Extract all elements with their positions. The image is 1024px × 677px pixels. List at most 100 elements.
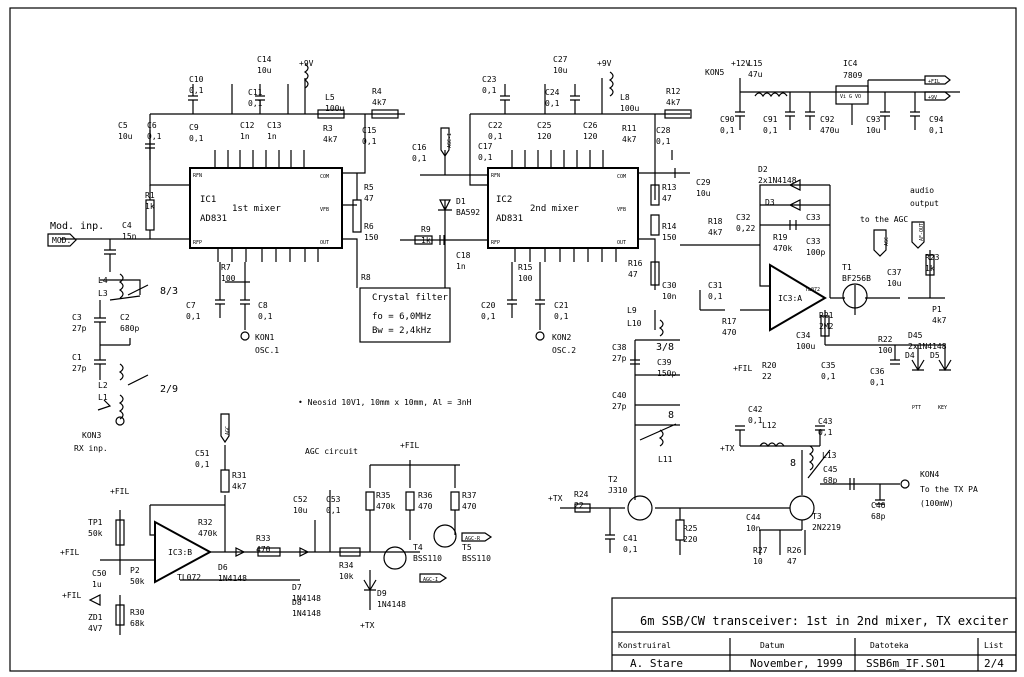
svg-text:VFB: VFB bbox=[617, 207, 626, 213]
af-out-port: AF-OUT bbox=[911, 221, 925, 249]
component-ref-c44: C44 bbox=[746, 513, 761, 522]
tx-supply-d9: +TX bbox=[360, 621, 375, 630]
component-value-t4: BSS110 bbox=[413, 554, 442, 563]
kon2-label: KON2 bbox=[552, 333, 571, 342]
component-value-r12: 4k7 bbox=[666, 98, 681, 107]
component-ref-c39: C39 bbox=[657, 358, 672, 367]
component-value-r6: 150 bbox=[364, 233, 379, 242]
component-value-c43: 0,1 bbox=[818, 428, 833, 437]
osc1-label: OSC.1 bbox=[255, 346, 279, 355]
agc-r-port: AGC-R bbox=[461, 532, 493, 542]
component-value-r25: 220 bbox=[683, 535, 698, 544]
l9-turns: 3/8 bbox=[656, 342, 674, 353]
audio-label-2: output bbox=[910, 199, 939, 208]
component-ref-c41: C41 bbox=[623, 534, 638, 543]
component-ref-c17: C17 bbox=[478, 142, 493, 151]
component-ref-zd1: ZD1 bbox=[88, 613, 103, 622]
component-value-r11: 4k7 bbox=[622, 135, 637, 144]
component-ref-c34: C34 bbox=[796, 331, 811, 340]
component-labels-upper: C100,1C1410uC110,1L5100uR44k7C510uC60,1C… bbox=[118, 55, 711, 321]
component-value-r7: 100 bbox=[221, 274, 236, 283]
svg-text:OUT: OUT bbox=[320, 240, 329, 246]
component-ref-l3: L3 bbox=[98, 289, 108, 298]
component-ref-c26: C26 bbox=[583, 121, 598, 130]
sheet-value: 2/4 bbox=[984, 657, 1004, 670]
ptt-label: PTT bbox=[912, 405, 921, 411]
tx-exciter bbox=[560, 310, 900, 555]
component-ref-l11: L11 bbox=[658, 455, 673, 464]
svg-text:COM: COM bbox=[617, 174, 626, 180]
component-ref-l5: L5 bbox=[325, 93, 335, 102]
component-value-l8: 100u bbox=[620, 104, 639, 113]
component-ref-c4: C4 bbox=[122, 221, 132, 230]
component-ref-r8: R8 bbox=[361, 273, 371, 282]
component-ref-r9: R9 bbox=[421, 225, 431, 234]
ic2-part: AD831 bbox=[496, 214, 523, 224]
component-ref-r17: R17 bbox=[722, 317, 737, 326]
ic2-ref: IC2 bbox=[496, 195, 512, 205]
component-ref-d6: D6 bbox=[218, 563, 228, 572]
ic3b-part: TL072 bbox=[177, 573, 201, 582]
component-ref-l8: L8 bbox=[620, 93, 630, 102]
component-value-r4: 4k7 bbox=[372, 98, 387, 107]
l13-turns: 8 bbox=[790, 458, 796, 469]
component-value-r16: 47 bbox=[628, 270, 638, 279]
audio-amplifier: IC3:A TL072 bbox=[680, 179, 952, 372]
component-value-c14: 10u bbox=[257, 66, 272, 75]
component-value-c35: 0,1 bbox=[821, 372, 836, 381]
component-value-c23: 0,1 bbox=[482, 86, 497, 95]
component-value-t1: BF256B bbox=[842, 274, 871, 283]
component-ref-r7: R7 bbox=[221, 263, 231, 272]
component-value-c41: 0,1 bbox=[623, 545, 638, 554]
ic2-label: 2nd mixer bbox=[530, 204, 579, 214]
component-ref-c35: C35 bbox=[821, 361, 836, 370]
component-value-c11: 0,1 bbox=[248, 99, 263, 108]
component-value-c6: 0,1 bbox=[147, 132, 162, 141]
agc-port-top: AGC bbox=[220, 413, 231, 444]
component-ref-r25: R25 bbox=[683, 524, 698, 533]
component-ref-l2: L2 bbox=[98, 381, 108, 390]
svg-text:OUT: OUT bbox=[617, 240, 626, 246]
top-decoupling bbox=[188, 78, 692, 119]
component-ref-c20: C20 bbox=[481, 301, 496, 310]
component-ref-d1: D1 bbox=[456, 197, 466, 206]
component-value-r3: 4k7 bbox=[323, 135, 338, 144]
ic1-label: 1st mixer bbox=[232, 204, 281, 214]
component-ref-c18: C18 bbox=[456, 251, 471, 260]
l11-turns: 8 bbox=[668, 410, 674, 421]
component-value-p1: 4k7 bbox=[932, 316, 947, 325]
component-value-c46: 68p bbox=[871, 512, 886, 521]
fil-supply-label: +FIL bbox=[733, 364, 752, 373]
component-value-r17: 470 bbox=[722, 328, 737, 337]
agc-r-label: AGC-R bbox=[465, 536, 481, 542]
component-ref-c27: C27 bbox=[553, 55, 568, 64]
svg-text:RFN: RFN bbox=[193, 173, 202, 179]
mod-port-label: MOD. bbox=[52, 236, 71, 245]
component-value-c30: 10n bbox=[662, 292, 677, 301]
component-ref-r14: R14 bbox=[662, 222, 677, 231]
component-ref-c40: C40 bbox=[612, 391, 627, 400]
ic1-part: AD831 bbox=[200, 214, 227, 224]
svg-text:AGC: AGC bbox=[225, 426, 231, 435]
kon4-label: KON4 bbox=[920, 470, 939, 479]
component-ref-c32: C32 bbox=[736, 213, 751, 222]
rx-input-network bbox=[94, 273, 149, 420]
date-value: November, 1999 bbox=[750, 657, 843, 670]
component-ref-c15: C15 bbox=[362, 126, 377, 135]
component-value-r18: 4k7 bbox=[708, 228, 723, 237]
supply-9v-ic2: +9V bbox=[597, 59, 612, 68]
svg-text:Vi G VO: Vi G VO bbox=[840, 94, 861, 100]
svg-text:COM: COM bbox=[320, 174, 329, 180]
component-ref-r37: R37 bbox=[462, 491, 477, 500]
component-ref-l13: L13 bbox=[822, 451, 837, 460]
component-value-r32: 470k bbox=[198, 529, 217, 538]
component-ref-c7: C7 bbox=[186, 301, 196, 310]
to-tx-pa-label: To the TX PA bbox=[920, 485, 978, 494]
component-ref-c9: C9 bbox=[189, 123, 199, 132]
crystal-filter: Crystal filter fo = 6,0MHz Bw = 2,4kHz bbox=[359, 287, 451, 343]
component-ref-c29: C29 bbox=[696, 178, 711, 187]
component-value-c10: 0,1 bbox=[189, 86, 204, 95]
component-value-c7: 0,1 bbox=[186, 312, 201, 321]
